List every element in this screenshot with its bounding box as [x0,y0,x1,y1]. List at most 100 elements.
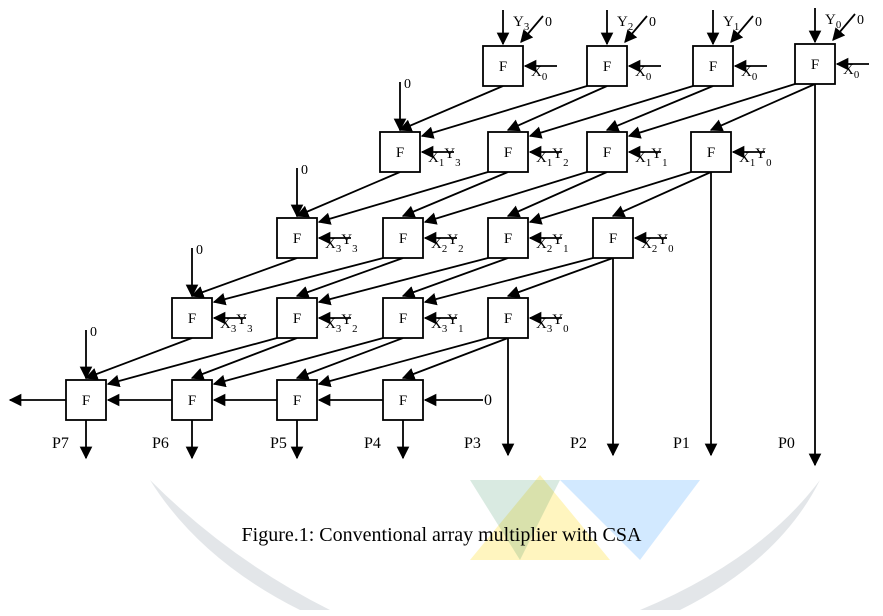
carry-diagonal-arrow [106,337,278,388]
cell-label: F [188,393,196,409]
side-input-label: X2Y2 [431,232,464,255]
carry-diagonal-arrow [317,337,489,388]
carry-in-zero: 0 [649,15,656,30]
side-input-label: X3Y2 [325,312,358,335]
carry-in-arrow [832,13,856,41]
sum-down-arrow [84,337,193,380]
full-adder-cell [592,217,634,259]
carry-in-arrow [520,15,544,43]
product-output-label: P4 [364,435,381,452]
side-input-label: X2Y0 [641,232,674,255]
cell-label: F [504,145,512,161]
carry-diagonal-arrow [317,171,489,225]
sum-down-arrow [401,171,509,218]
carry-diagonal-arrow [317,257,489,306]
side-input-label: X1Y0 [739,146,772,169]
watermark-blue-shape [560,480,700,560]
full-adder-cell [382,297,424,339]
side-input-label: X0 [635,64,651,83]
sum-down-arrow [506,171,608,218]
cell-label: F [396,145,404,161]
sum-down-arrow [295,337,404,380]
product-output-label: P1 [673,435,690,452]
full-adder-cell [276,379,318,421]
side-input-label: X0 [741,64,757,83]
product-output-label: P0 [778,435,795,452]
full-adder-cell [379,131,421,173]
carry-diagonal-arrow [627,83,796,139]
cell-label: F [293,231,301,247]
side-input-label: X1Y2 [536,146,569,169]
cell-label: F [499,59,507,75]
side-input-label: X3Y0 [536,312,569,335]
product-output-label: P2 [570,435,587,452]
watermark-green-shape [470,480,560,560]
full-adder-cell [382,217,424,259]
cell-label: F [709,59,717,75]
sum-down-arrow [295,257,404,299]
side-input-label: X0 [843,62,859,81]
sum-down-arrow [398,85,504,132]
carry-diagonal-arrow [528,171,692,225]
cell-label: F [82,393,90,409]
carry-diagonal-arrow [212,257,384,306]
carry-in-zero: 0 [545,15,552,30]
full-adder-cell [690,131,732,173]
sum-down-arrow [506,85,608,132]
cell-label: F [603,145,611,161]
side-input-label: X1Y1 [635,146,668,169]
product-output-label: P6 [152,435,169,452]
final-zero-label: 0 [484,392,492,409]
cell-label: F [811,57,819,73]
cell-label: F [504,231,512,247]
side-input-label: X3Y3 [220,312,253,335]
watermark-triangle [470,475,610,560]
sum-down-arrow [401,337,509,380]
zero-input-label: 0 [301,163,308,178]
cell-label: F [399,231,407,247]
sum-down-arrow [190,337,298,380]
cell-label: F [399,393,407,409]
carry-diagonal-arrow [423,171,588,225]
cell-label: F [504,311,512,327]
full-adder-cell [586,131,628,173]
side-input-label: X3Y3 [325,232,358,255]
top-input-label: Y2 [617,14,633,33]
carry-diagonal-arrow [528,85,694,139]
sum-down-arrow [605,85,714,132]
watermark-logo [150,475,820,610]
figure-caption: Figure.1: Conventional array multiplier … [241,524,642,546]
cell-label: F [707,145,715,161]
top-input-label: Y3 [513,14,529,33]
cell-label: F [293,311,301,327]
carry-in-zero: 0 [857,13,864,28]
full-adder-cell [171,297,213,339]
full-adder-cell [482,45,524,87]
side-input-label: X1Y3 [428,146,461,169]
carry-diagonal-arrow [420,85,588,139]
sum-down-arrow [611,171,712,218]
full-adder-cell [487,217,529,259]
cell-label: F [293,393,301,409]
side-input-label: X0 [531,64,547,83]
sum-down-arrow [401,257,509,299]
full-adder-cell [171,379,213,421]
zero-input-label: 0 [404,77,411,92]
full-adder-cell [794,43,836,85]
full-adder-cell [487,131,529,173]
carry-in-arrow [730,15,754,43]
top-input-label: Y1 [723,14,739,33]
full-adder-cell [276,297,318,339]
product-output-label: P7 [52,435,69,452]
cell-label: F [609,231,617,247]
full-adder-cell [382,379,424,421]
zero-input-label: 0 [90,325,97,340]
full-adder-cell [692,45,734,87]
full-adder-cell [586,45,628,87]
top-input-label: Y0 [825,12,841,31]
sum-down-arrow [709,83,816,132]
